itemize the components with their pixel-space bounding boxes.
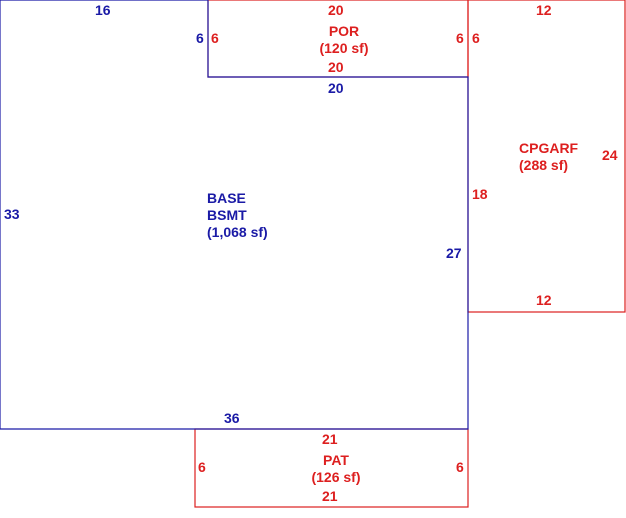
base-dim-left: 33 bbox=[4, 206, 20, 222]
base-area-label: BASE BSMT (1,068 sf) bbox=[207, 190, 268, 241]
base-area: (1,068 sf) bbox=[207, 224, 268, 240]
cpgarf-area-label: CPGARF (288 sf) bbox=[519, 140, 578, 174]
base-subname: BSMT bbox=[207, 207, 247, 223]
pat-dim-right: 6 bbox=[456, 459, 464, 475]
pat-dim-left: 6 bbox=[198, 459, 206, 475]
cpgarf-name: CPGARF bbox=[519, 140, 579, 156]
cpgarf-dim-left-top: 6 bbox=[472, 30, 480, 46]
base-dim-bottom: 36 bbox=[224, 410, 240, 426]
por-name: POR bbox=[328, 23, 360, 39]
cpgarf-dim-bottom: 12 bbox=[536, 292, 552, 308]
pat-area-label: PAT (126 sf) bbox=[300, 452, 372, 486]
pat-name: PAT bbox=[323, 452, 349, 468]
por-dim-top: 20 bbox=[328, 2, 344, 18]
base-dim-top: 16 bbox=[95, 2, 111, 18]
base-dim-right: 27 bbox=[446, 245, 462, 261]
base-dim-notch-left: 6 bbox=[196, 30, 204, 46]
pat-area: (126 sf) bbox=[311, 469, 361, 485]
por-area-label: POR (120 sf) bbox=[313, 23, 375, 57]
cpgarf-area: (288 sf) bbox=[519, 157, 569, 173]
cpgarf-dim-right: 24 bbox=[602, 147, 618, 163]
base-dim-notch-bottom: 20 bbox=[328, 80, 344, 96]
por-dim-left: 6 bbox=[211, 30, 219, 46]
pat-dim-bottom: 21 bbox=[322, 488, 338, 504]
pat-dim-top: 21 bbox=[322, 431, 338, 447]
base-name: BASE bbox=[207, 190, 246, 206]
base-outline bbox=[0, 0, 469, 430]
por-area: (120 sf) bbox=[319, 40, 369, 56]
cpgarf-dim-top: 12 bbox=[536, 2, 552, 18]
por-dim-bottom: 20 bbox=[328, 59, 344, 75]
cpgarf-dim-left: 18 bbox=[472, 186, 488, 202]
por-dim-right: 6 bbox=[456, 30, 464, 46]
